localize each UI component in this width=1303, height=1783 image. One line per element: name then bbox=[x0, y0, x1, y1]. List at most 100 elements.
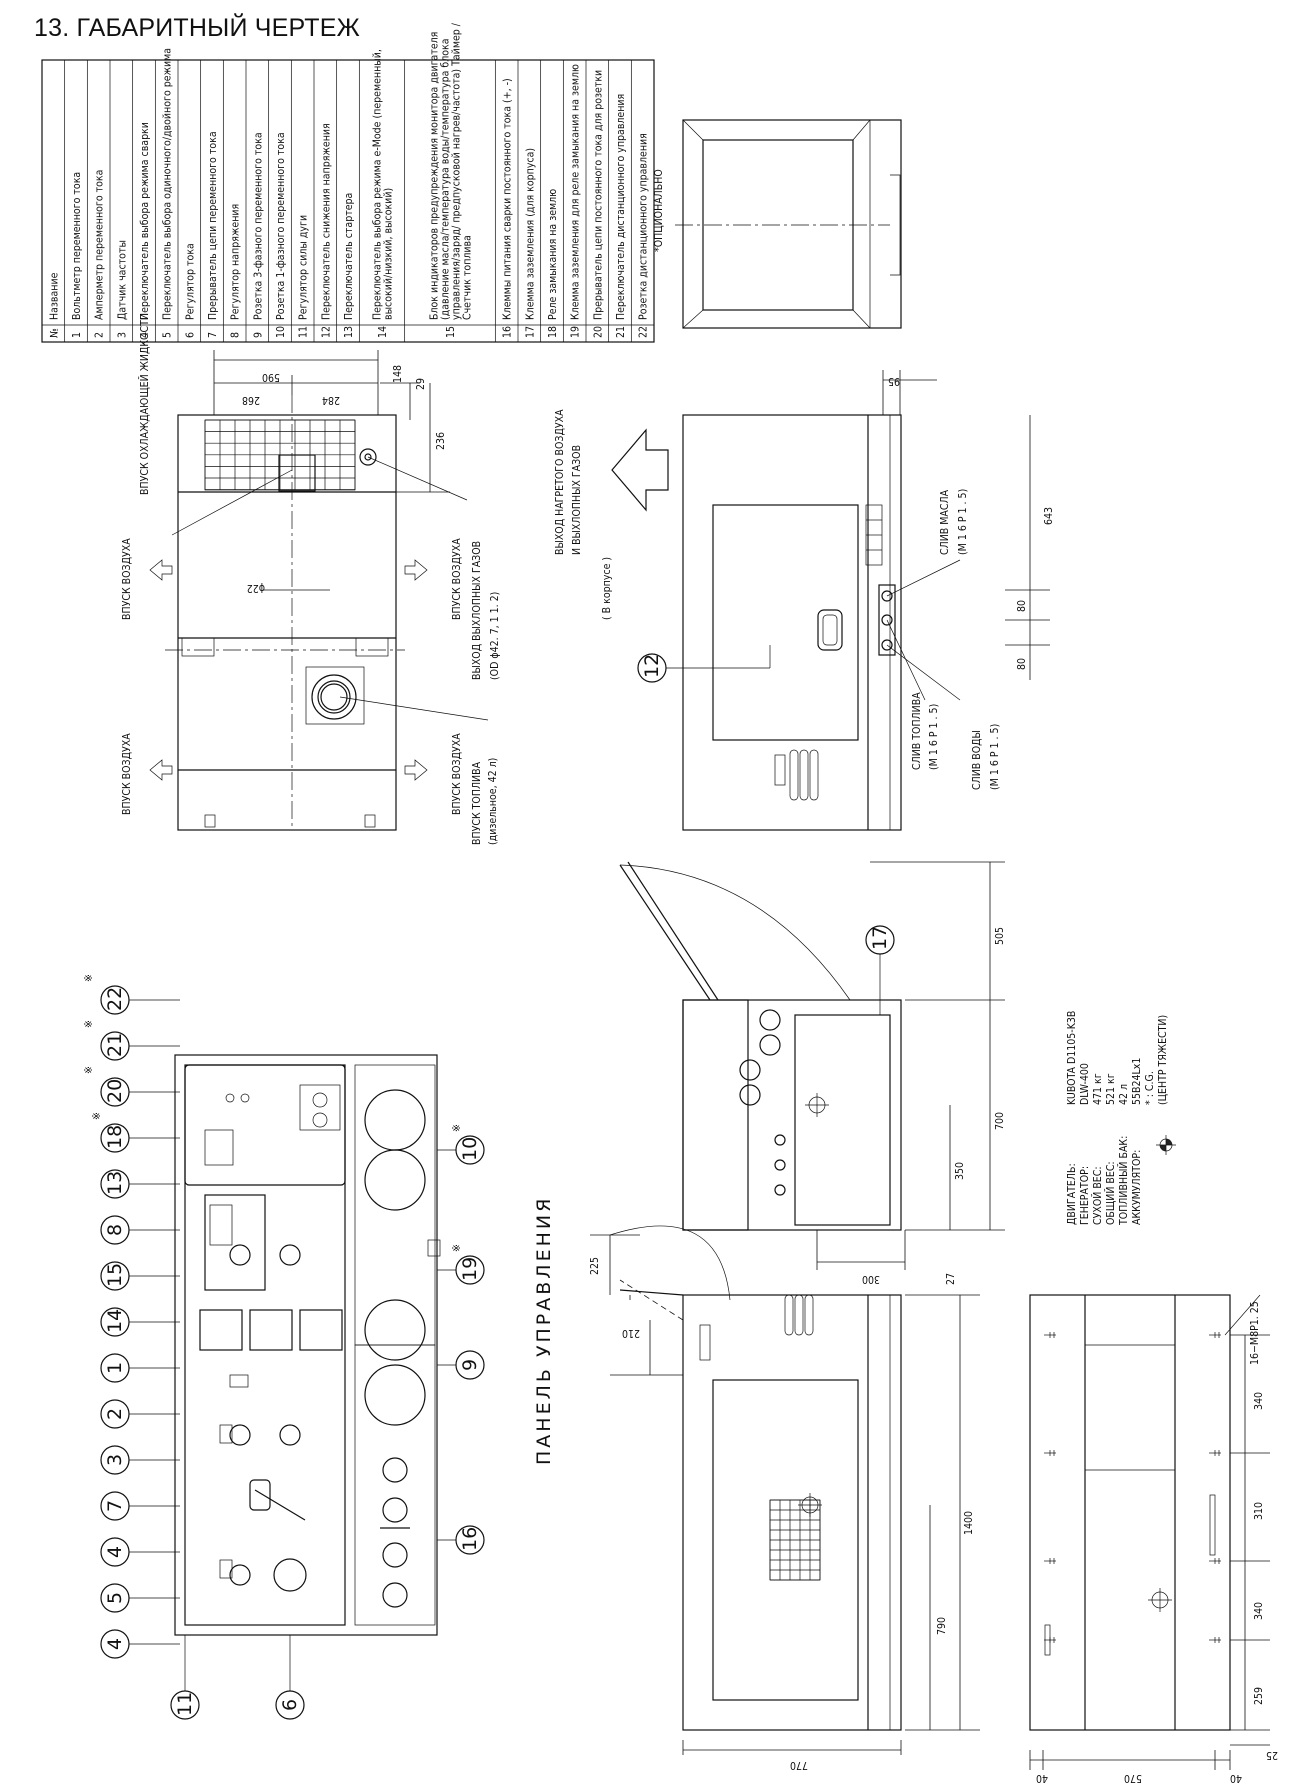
legend-item-no: 7 bbox=[207, 332, 219, 338]
panel-callout-label: 7 bbox=[104, 1500, 126, 1512]
optional-star: ※ bbox=[83, 1066, 95, 1074]
legend-item-name: Переключатель выбора режима сварки bbox=[139, 122, 151, 320]
legend-item-name: Блок индикаторов предупреждения монитора… bbox=[429, 32, 441, 320]
dim-27: 27 bbox=[945, 1273, 957, 1285]
spec-label: ДВИГАТЕЛЬ: bbox=[1066, 1163, 1078, 1225]
panel-callout-label: 11 bbox=[174, 1692, 196, 1716]
legend-item-no: 9 bbox=[252, 332, 264, 338]
legend-item-no: 19 bbox=[570, 326, 582, 338]
panel-callout-label: 6 bbox=[279, 1699, 301, 1711]
dim-505: 505 bbox=[994, 927, 1006, 945]
label-fuel: ВПУСК ТОПЛИВА bbox=[471, 761, 483, 845]
label-hot-air-1: ВЫХОД НАГРЕТОГО ВОЗДУХА bbox=[554, 409, 566, 555]
legend-item-name: Клемма заземления для реле замыкания на … bbox=[570, 64, 582, 320]
spec-block: ДВИГАТЕЛЬ:ГЕНЕРАТОР:СУХОЙ ВЕС:ОБЩИЙ ВЕС:… bbox=[1066, 1011, 1169, 1226]
legend-item-name: Прерыватель цепи переменного тока bbox=[207, 131, 219, 320]
panel-callout-label: 4 bbox=[104, 1638, 126, 1650]
dim-300: 300 bbox=[862, 1273, 880, 1285]
legend-item-name: Регулятор напряжения bbox=[230, 204, 242, 320]
panel-callout-label: 4 bbox=[104, 1546, 126, 1558]
legend-item-no: 20 bbox=[592, 326, 604, 338]
legend-item-name: Реле замыкания на землю bbox=[547, 189, 559, 320]
air-arrow-left-1 bbox=[149, 559, 173, 581]
legend-item-name: Амперметр переменного тока bbox=[94, 170, 106, 320]
panel-callout-label: 20 bbox=[104, 1079, 126, 1103]
optional-star: ※ bbox=[83, 1020, 95, 1028]
side-view bbox=[619, 861, 1005, 1270]
panel-callout-label: 2 bbox=[104, 1408, 126, 1420]
dim-225: 225 bbox=[589, 1257, 601, 1275]
legend-item-no: 16 bbox=[502, 326, 514, 338]
air-arrow-right-1 bbox=[404, 559, 428, 581]
legend-item-no: 14 bbox=[377, 326, 389, 338]
legend-item-no: 18 bbox=[547, 326, 559, 338]
cg-note: (ЦЕНТР ТЯЖЕСТИ) bbox=[1157, 1015, 1169, 1105]
legend-item-name: Переключатель стартера bbox=[343, 193, 355, 320]
dim-phi22: ϕ22 bbox=[247, 582, 265, 594]
label-air-right-2: ВПУСК ВОЗДУХА bbox=[451, 733, 463, 815]
legend-item-no: 11 bbox=[298, 326, 310, 338]
optional-star: ※ bbox=[83, 974, 95, 982]
panel-callout-label: 14 bbox=[104, 1309, 126, 1333]
dim-148: 148 bbox=[392, 365, 404, 383]
dim-25: 25 bbox=[1266, 1749, 1278, 1761]
label-oil: СЛИВ МАСЛА bbox=[939, 489, 951, 555]
dim-340a: 340 bbox=[1253, 1392, 1265, 1410]
legend-item-name: высокий/низкий, высокий) bbox=[383, 188, 395, 320]
spec-value: DLW-400 bbox=[1079, 1063, 1091, 1105]
label-air-right-1: ВПУСК ВОЗДУХА bbox=[451, 538, 463, 620]
panel-callout-label: 18 bbox=[104, 1125, 126, 1149]
legend-item-no: 22 bbox=[638, 326, 650, 338]
legend-item-no: 6 bbox=[184, 332, 196, 338]
cg-label: * : C.G. bbox=[1144, 1071, 1156, 1105]
front-view bbox=[611, 370, 1050, 831]
legend-item-no: 1 bbox=[71, 332, 83, 338]
label-water: СЛИВ ВОДЫ bbox=[971, 730, 983, 790]
dim-1400: 1400 bbox=[963, 1511, 975, 1535]
panel-callout-label: 8 bbox=[104, 1224, 126, 1236]
spec-value: 521 кг bbox=[1105, 1073, 1117, 1105]
legend-item-name: Регулятор тока bbox=[184, 243, 196, 320]
legend-item-name: Датчик частоты bbox=[116, 240, 128, 320]
label-air-left-1: ВПУСК ВОЗДУХА bbox=[121, 538, 133, 620]
panel-callout-label: 22 bbox=[104, 987, 126, 1011]
label-fuel-note: (дизельное, 42 л) bbox=[487, 758, 499, 845]
legend-item-no: 8 bbox=[230, 332, 242, 338]
panel-callout-label: 19 bbox=[459, 1257, 481, 1281]
spec-value: 42 л bbox=[1118, 1084, 1130, 1105]
legend-item-name: Переключатель выбора одиночного/двойного… bbox=[162, 48, 174, 320]
dim-350: 350 bbox=[954, 1162, 966, 1180]
legend-item-name: Прерыватель цепи постоянного тока для ро… bbox=[592, 70, 604, 320]
dim-268: 268 bbox=[242, 394, 260, 406]
legend-item-name: Розетка 3-фазного переменного тока bbox=[252, 132, 264, 320]
dim-80a: 80 bbox=[1016, 600, 1028, 612]
bottom-left-view bbox=[590, 1225, 980, 1755]
label-in-case: ( В корпусе ) bbox=[601, 557, 613, 620]
callout-17-label: 17 bbox=[869, 926, 891, 950]
dim-29: 29 bbox=[415, 378, 427, 390]
top-right-view bbox=[675, 119, 902, 329]
legend-item-name: Розетка дистанционного управления bbox=[638, 133, 650, 320]
legend-item-name: Переключатель снижения напряжения bbox=[320, 123, 332, 320]
callout-12-label: 12 bbox=[641, 654, 663, 678]
legend-item-name: Счетчик топлива bbox=[462, 235, 474, 320]
label-exhaust: ВЫХОД ВЫХЛОПНЫХ ГАЗОВ bbox=[471, 541, 483, 680]
spec-value: 471 кг bbox=[1092, 1073, 1104, 1105]
legend-item-no: 3 bbox=[116, 332, 128, 338]
legend-item-name: Розетка 1-фазного переменного тока bbox=[275, 132, 287, 320]
legend-item-name: Регулятор силы дуги bbox=[298, 215, 310, 320]
dim-643: 643 bbox=[1043, 507, 1055, 525]
dim-310: 310 bbox=[1253, 1502, 1265, 1520]
dim-284: 284 bbox=[322, 394, 340, 406]
legend-item-name: управления/заряд/ предпусковой нагрев/ча… bbox=[451, 22, 463, 320]
legend-item-no: 15 bbox=[445, 326, 457, 338]
panel-callout-label: 10 bbox=[459, 1137, 481, 1161]
optional-star: ※ bbox=[451, 1244, 463, 1252]
panel-callout-label: 3 bbox=[104, 1454, 126, 1466]
bottom-right-view bbox=[1029, 1294, 1270, 1770]
page-title: 13. ГАБАРИТНЫЙ ЧЕРТЕЖ bbox=[34, 14, 360, 42]
legend-item-name: Переключатель дистанционного управления bbox=[615, 94, 627, 320]
legend-item-no: 12 bbox=[320, 326, 332, 338]
